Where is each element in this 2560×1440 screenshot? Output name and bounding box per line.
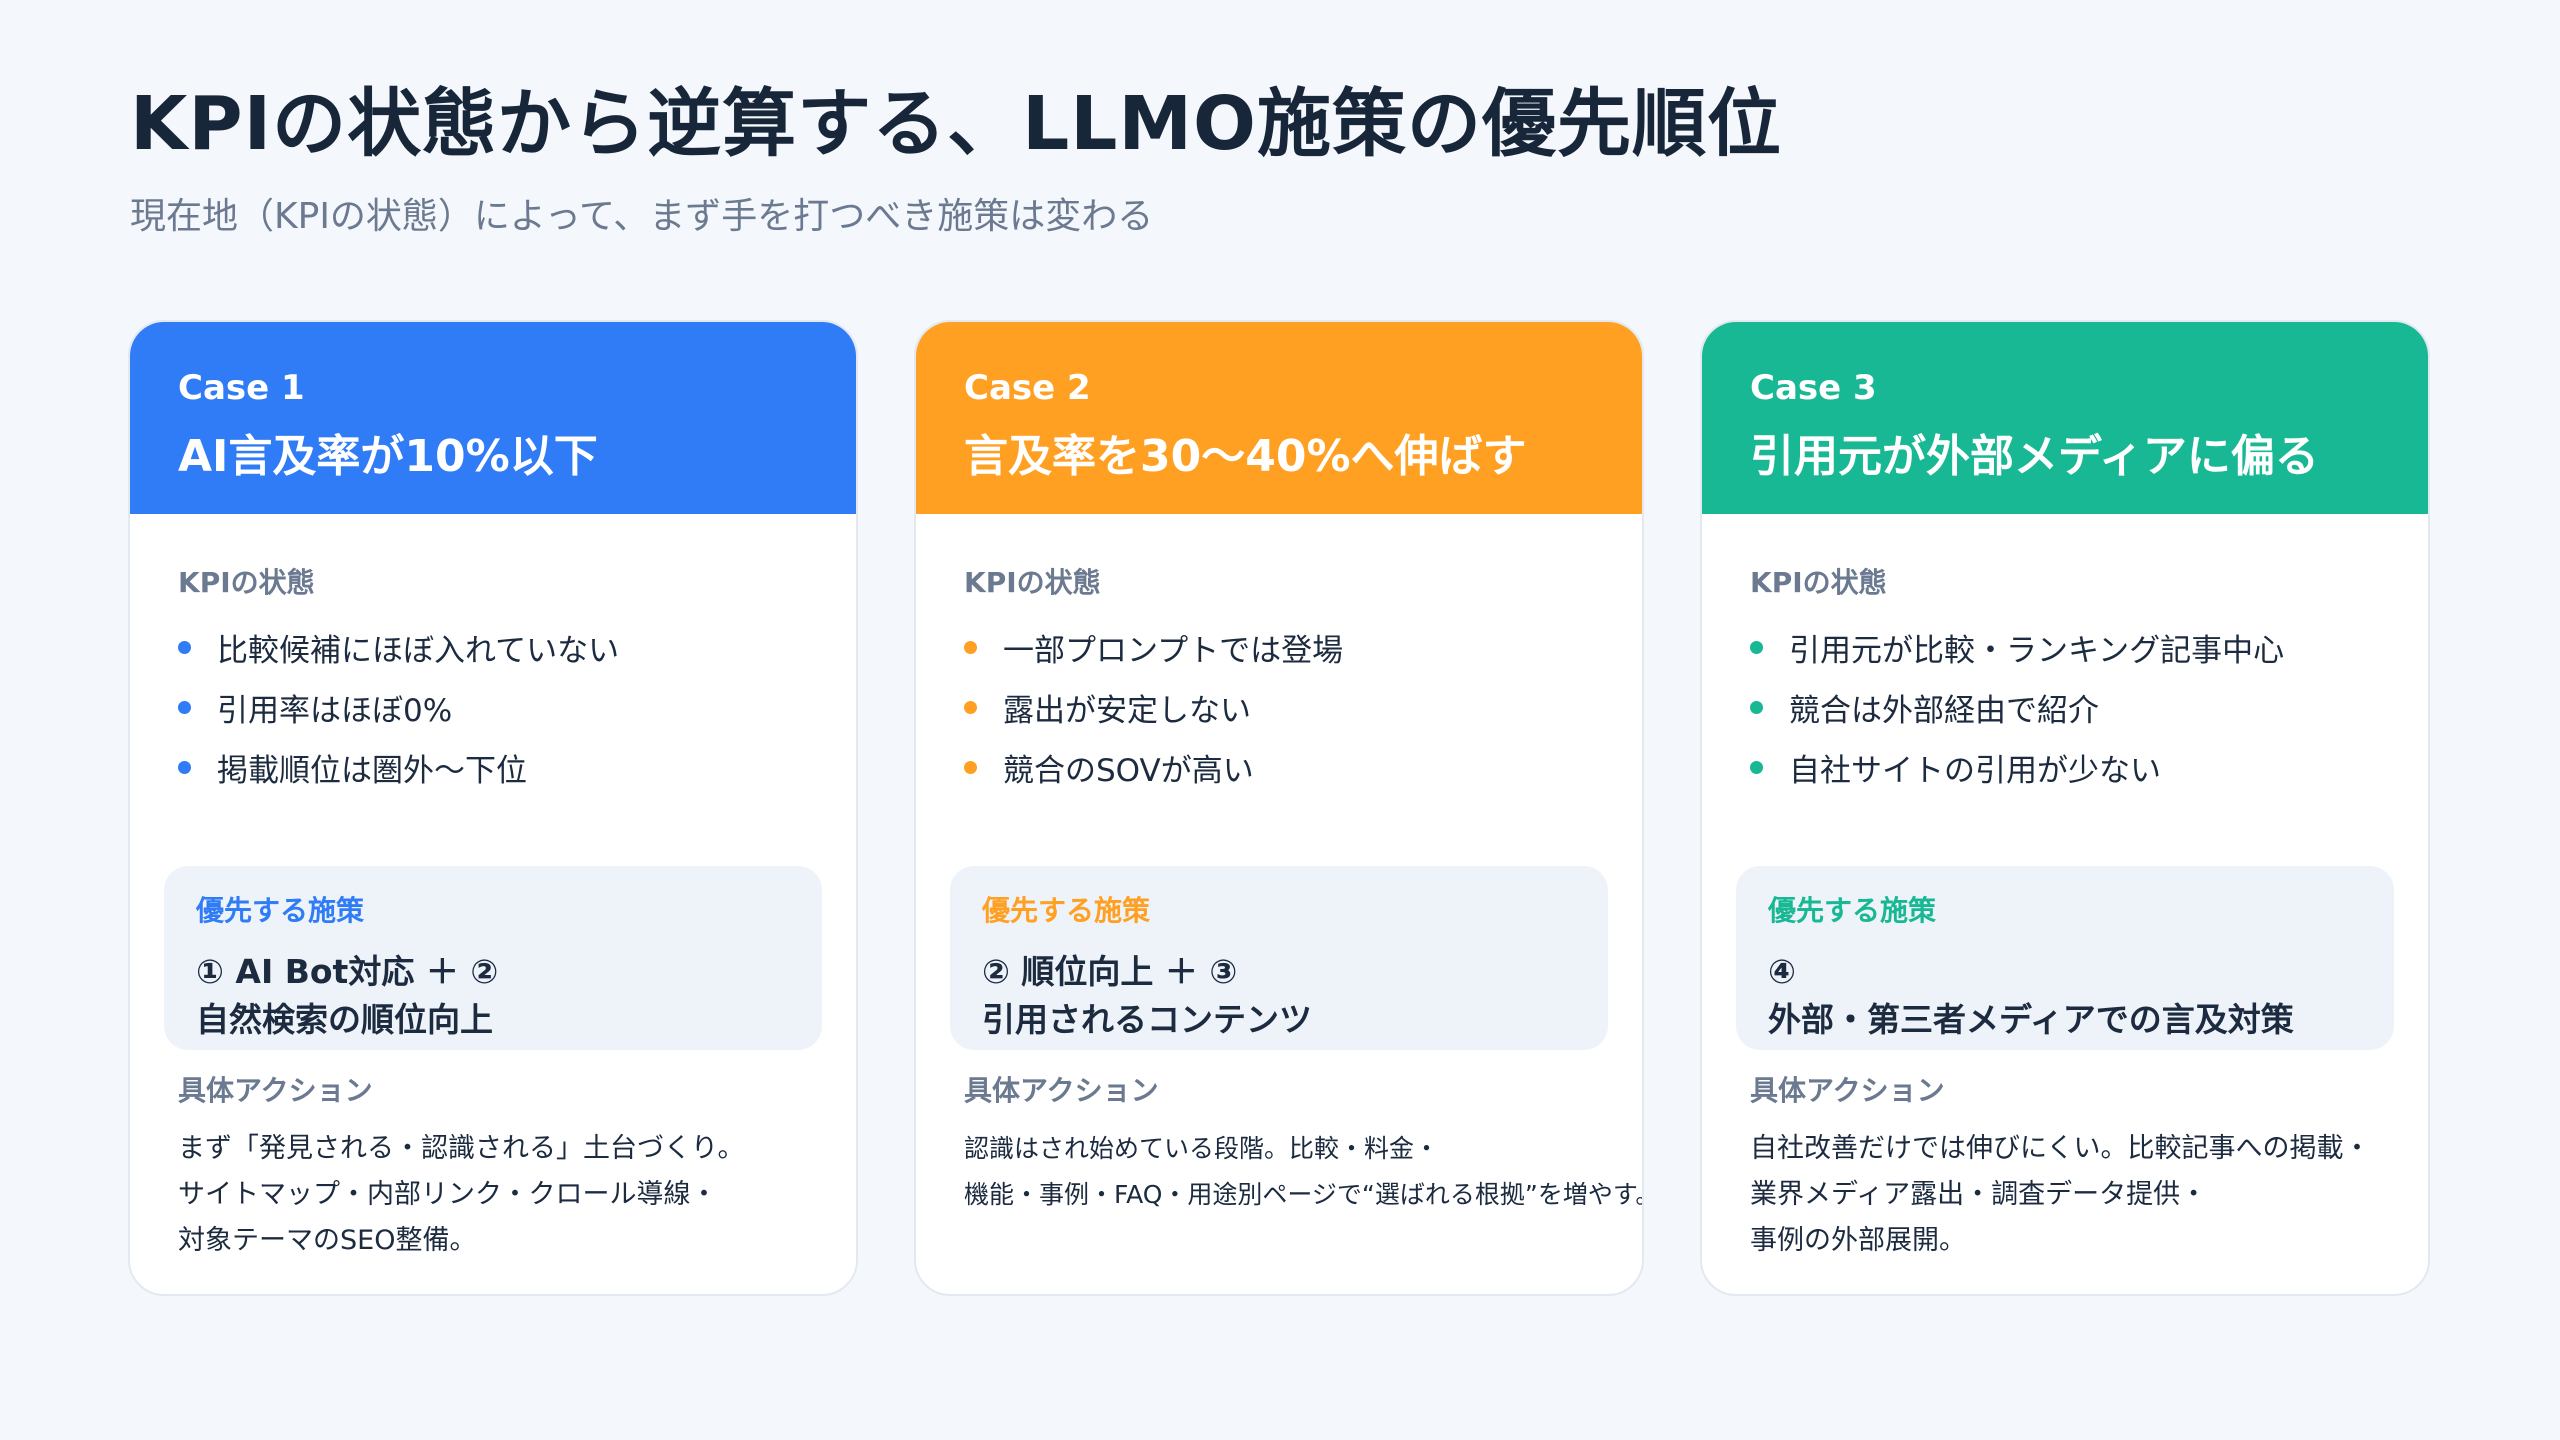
action-text: 認識はされ始めている段階。比較・料金・ 機能・事例・FAQ・用途別ページで“選ば… [964, 1126, 1644, 1218]
kpi-text: 一部プロンプトでは登場 [1003, 633, 1344, 670]
priority-box: 優先する施策 ① AI Bot対応 ＋ ② 自然検索の順位向上 [164, 866, 822, 1050]
actions-section: 具体アクション まず「発見される・認識される」土台づくり。 サイトマップ・内部リ… [178, 1074, 836, 1264]
priority-line: ① AI Bot対応 ＋ ② [196, 951, 499, 991]
case-cards: Case 1 AI言及率が10%以下 KPIの状態 比較候補にほぼ入れていない … [128, 320, 2430, 1296]
kpi-text: 露出が安定しない [1003, 693, 1251, 730]
priority-label: 優先する施策 [196, 894, 365, 927]
kpi-text: 競合は外部経由で紹介 [1789, 693, 2099, 730]
action-line: 自社改善だけでは伸びにくい。比較記事への掲載・ [1750, 1132, 2371, 1164]
priority-text: ① AI Bot対応 ＋ ② 自然検索の順位向上 [196, 948, 790, 1044]
kpi-list: 比較候補にほぼ入れていない 引用率はほぼ0% 掲載順位は圏外〜下位 [178, 618, 808, 798]
case-body-3: KPIの状態 引用元が比較・ランキング記事中心 競合は外部経由で紹介 自社サイト… [1702, 514, 2428, 798]
case-body-1: KPIの状態 比較候補にほぼ入れていない 引用率はほぼ0% 掲載順位は圏外〜下位 [130, 514, 856, 798]
kpi-text: 自社サイトの引用が少ない [1789, 753, 2161, 790]
case-title: 言及率を30〜40%へ伸ばす [964, 430, 1527, 482]
actions-label: 具体アクション [964, 1074, 1159, 1107]
action-line: 事例の外部展開。 [1750, 1224, 1966, 1256]
kpi-text: 競合のSOVが高い [1003, 753, 1254, 790]
case-card-1: Case 1 AI言及率が10%以下 KPIの状態 比較候補にほぼ入れていない … [128, 320, 858, 1296]
kpi-list: 一部プロンプトでは登場 露出が安定しない 競合のSOVが高い [964, 618, 1594, 798]
actions-label: 具体アクション [1750, 1074, 1945, 1107]
case-label: Case 2 [964, 368, 1091, 408]
kpi-list: 引用元が比較・ランキング記事中心 競合は外部経由で紹介 自社サイトの引用が少ない [1750, 618, 2380, 798]
case-card-2: Case 2 言及率を30〜40%へ伸ばす KPIの状態 一部プロンプトでは登場… [914, 320, 1644, 1296]
page-title: KPIの状態から逆算する、LLMO施策の優先順位 [130, 81, 1782, 167]
actions-label: 具体アクション [178, 1074, 373, 1107]
action-text: まず「発見される・認識される」土台づくり。 サイトマップ・内部リンク・クロール導… [178, 1126, 836, 1264]
case-label: Case 3 [1750, 368, 1877, 408]
bullet-dot-icon [1750, 641, 1763, 655]
priority-line: ④ [1768, 951, 1796, 991]
bullet-dot-icon [964, 701, 977, 715]
list-item: 露出が安定しない [964, 678, 1594, 738]
bullet-dot-icon [1750, 701, 1763, 715]
page-subtitle: 現在地（KPIの状態）によって、まず手を打つべき施策は変わる [130, 196, 1154, 237]
priority-line: ② 順位向上 ＋ ③ [982, 951, 1238, 991]
case-card-3: Case 3 引用元が外部メディアに偏る KPIの状態 引用元が比較・ランキング… [1700, 320, 2430, 1296]
priority-text: ④ 外部・第三者メディアでの言及対策 [1768, 948, 2362, 1044]
action-line: サイトマップ・内部リンク・クロール導線・ [178, 1178, 718, 1210]
action-line: 認識はされ始めている段階。比較・料金・ [964, 1133, 1440, 1163]
priority-line: 引用されるコンテンツ [982, 999, 1312, 1039]
priority-line: 外部・第三者メディアでの言及対策 [1768, 999, 2294, 1039]
case-header-3: Case 3 引用元が外部メディアに偏る [1702, 322, 2428, 514]
priority-box: 優先する施策 ④ 外部・第三者メディアでの言及対策 [1736, 866, 2394, 1050]
action-text: 自社改善だけでは伸びにくい。比較記事への掲載・ 業界メディア露出・調査データ提供… [1750, 1126, 2408, 1264]
list-item: 引用率はほぼ0% [178, 678, 808, 738]
kpi-text: 引用率はほぼ0% [217, 693, 453, 730]
list-item: 引用元が比較・ランキング記事中心 [1750, 618, 2380, 678]
case-title: AI言及率が10%以下 [178, 430, 598, 482]
bullet-dot-icon [964, 641, 977, 655]
case-header-2: Case 2 言及率を30〜40%へ伸ばす [916, 322, 1642, 514]
kpi-text: 比較候補にほぼ入れていない [217, 633, 620, 670]
list-item: 競合のSOVが高い [964, 738, 1594, 798]
list-item: 掲載順位は圏外〜下位 [178, 738, 808, 798]
kpi-section-label: KPIの状態 [1750, 566, 1887, 599]
priority-line: 自然検索の順位向上 [196, 999, 493, 1039]
actions-section: 具体アクション 自社改善だけでは伸びにくい。比較記事への掲載・ 業界メディア露出… [1750, 1074, 2408, 1264]
action-line: まず「発見される・認識される」土台づくり。 [178, 1132, 745, 1164]
kpi-text: 引用元が比較・ランキング記事中心 [1789, 633, 2285, 670]
bullet-dot-icon [178, 761, 191, 775]
bullet-dot-icon [1750, 761, 1763, 775]
list-item: 競合は外部経由で紹介 [1750, 678, 2380, 738]
bullet-dot-icon [178, 641, 191, 655]
list-item: 自社サイトの引用が少ない [1750, 738, 2380, 798]
priority-box: 優先する施策 ② 順位向上 ＋ ③ 引用されるコンテンツ [950, 866, 1608, 1050]
case-label: Case 1 [178, 368, 305, 408]
actions-section: 具体アクション 認識はされ始めている段階。比較・料金・ 機能・事例・FAQ・用途… [964, 1074, 1644, 1218]
case-header-1: Case 1 AI言及率が10%以下 [130, 322, 856, 514]
action-line: 対象テーマのSEO整備。 [178, 1224, 477, 1256]
bullet-dot-icon [964, 761, 977, 775]
list-item: 比較候補にほぼ入れていない [178, 618, 808, 678]
case-title: 引用元が外部メディアに偏る [1750, 430, 2319, 482]
priority-text: ② 順位向上 ＋ ③ 引用されるコンテンツ [982, 948, 1576, 1044]
action-line: 機能・事例・FAQ・用途別ページで“選ばれる根拠”を増やす。 [964, 1179, 1644, 1209]
list-item: 一部プロンプトでは登場 [964, 618, 1594, 678]
priority-label: 優先する施策 [1768, 894, 1937, 927]
kpi-text: 掲載順位は圏外〜下位 [217, 753, 527, 790]
kpi-section-label: KPIの状態 [178, 566, 315, 599]
priority-label: 優先する施策 [982, 894, 1151, 927]
case-body-2: KPIの状態 一部プロンプトでは登場 露出が安定しない 競合のSOVが高い [916, 514, 1642, 798]
bullet-dot-icon [178, 701, 191, 715]
kpi-section-label: KPIの状態 [964, 566, 1101, 599]
action-line: 業界メディア露出・調査データ提供・ [1750, 1178, 2208, 1210]
